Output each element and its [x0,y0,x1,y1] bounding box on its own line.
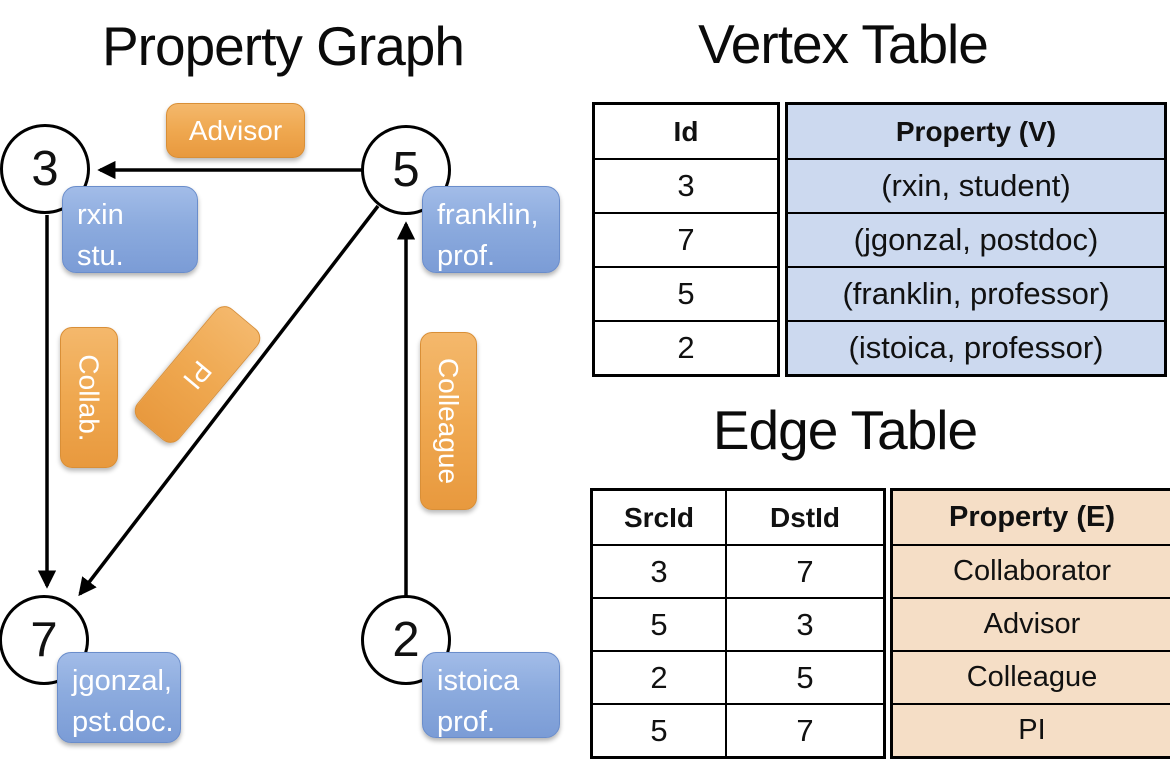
table-cell: 3 [727,597,883,650]
table-cell: PI [893,703,1170,756]
edge-table-title: Edge Table [712,399,978,461]
vertex-prop-box-franklin: franklin, prof. [422,186,560,273]
vertex-node-7-id: 7 [30,613,58,667]
vertex-prop-istoica-line1: istoica [437,665,520,697]
vertex-prop-istoica-line2: prof. [437,706,496,739]
vertex-prop-rxin-line1: rxin [77,199,124,231]
table-cell: Advisor [893,597,1170,650]
table-cell: 5 [595,266,777,320]
table-cell: 3 [593,544,725,597]
edge-table-header-src: SrcId [623,501,695,533]
table-cell: 7 [727,703,883,756]
vertex-table-property-group: Property (V) (rxin, student) (jgonzal, p… [785,102,1167,377]
table-cell: 2 [593,650,725,703]
table-cell: (franklin, professor) [788,266,1164,320]
edge-label-advisor: Advisor [166,103,305,158]
vertex-prop-jgonzal-line1: jgonzal, [72,665,172,697]
edge-table-property-column: Property (E) Collaborator Advisor Collea… [893,491,1170,756]
vertex-prop-box-jgonzal: jgonzal, pst.doc. [57,652,181,743]
edge-label-colleague: Colleague [420,332,477,510]
table-cell: (rxin, student) [788,158,1164,212]
vertex-prop-franklin-line1: franklin, [437,199,539,231]
edge-table: SrcId 3 5 2 5 DstId 7 3 5 7 Property (E)… [590,488,1170,759]
edge-pi-arrow [78,204,380,597]
table-cell: 5 [593,597,725,650]
edge-table-header-dst: DstId [770,501,840,533]
table-cell: (istoica, professor) [788,320,1164,374]
edge-table-header-property: Property (E) [949,501,1115,533]
vertex-prop-franklin-line2: prof. [437,240,496,273]
table-cell: 5 [727,650,883,703]
vertex-node-2-id: 2 [392,613,420,667]
vertex-node-5-id: 5 [392,143,420,197]
vertex-table-id-column: Id 3 7 5 2 [595,105,777,374]
edge-table-ids-group: SrcId 3 5 2 5 DstId 7 3 5 7 [590,488,886,759]
vertex-table-header-property: Property (V) [895,115,1057,147]
edge-table-src-column: SrcId 3 5 2 5 [593,491,725,756]
edge-label-collab: Collab. [60,327,118,468]
edge-table-dst-column: DstId 7 3 5 7 [725,491,883,756]
vertex-node-5: 5 [361,125,451,215]
vertex-prop-box-istoica: istoica prof. [422,652,560,738]
property-graph-title: Property Graph [101,15,465,77]
vertex-table-header-id: Id [673,115,699,147]
vertex-table-property-column: Property (V) (rxin, student) (jgonzal, p… [788,105,1164,374]
vertex-table-title: Vertex Table [698,13,989,75]
vertex-node-3-id: 3 [31,142,59,196]
vertex-prop-jgonzal-line2: pst.doc. [72,706,174,739]
table-cell: (jgonzal, postdoc) [788,212,1164,266]
edge-label-colleague-text: Colleague [433,357,465,485]
vertex-table-id-group: Id 3 7 5 2 [592,102,780,377]
vertex-node-2: 2 [361,595,451,685]
table-cell: 5 [593,703,725,756]
vertex-prop-rxin-line2: stu. [77,240,124,273]
table-cell: 7 [727,544,883,597]
table-cell: 2 [595,320,777,374]
edge-label-advisor-text: Advisor [188,114,283,146]
table-cell: 3 [595,158,777,212]
edge-label-pi-text: PI [177,354,219,395]
vertex-prop-box-rxin: rxin stu. [62,186,198,273]
table-cell: Colleague [893,650,1170,703]
edge-table-property-group: Property (E) Collaborator Advisor Collea… [890,488,1170,759]
table-cell: Collaborator [893,544,1170,597]
graph-edges-layer [37,160,416,597]
table-cell: 7 [595,212,777,266]
edge-label-collab-text: Collab. [74,353,106,442]
vertex-table: Id 3 7 5 2 Property (V) (rxin, student) … [592,102,1167,377]
